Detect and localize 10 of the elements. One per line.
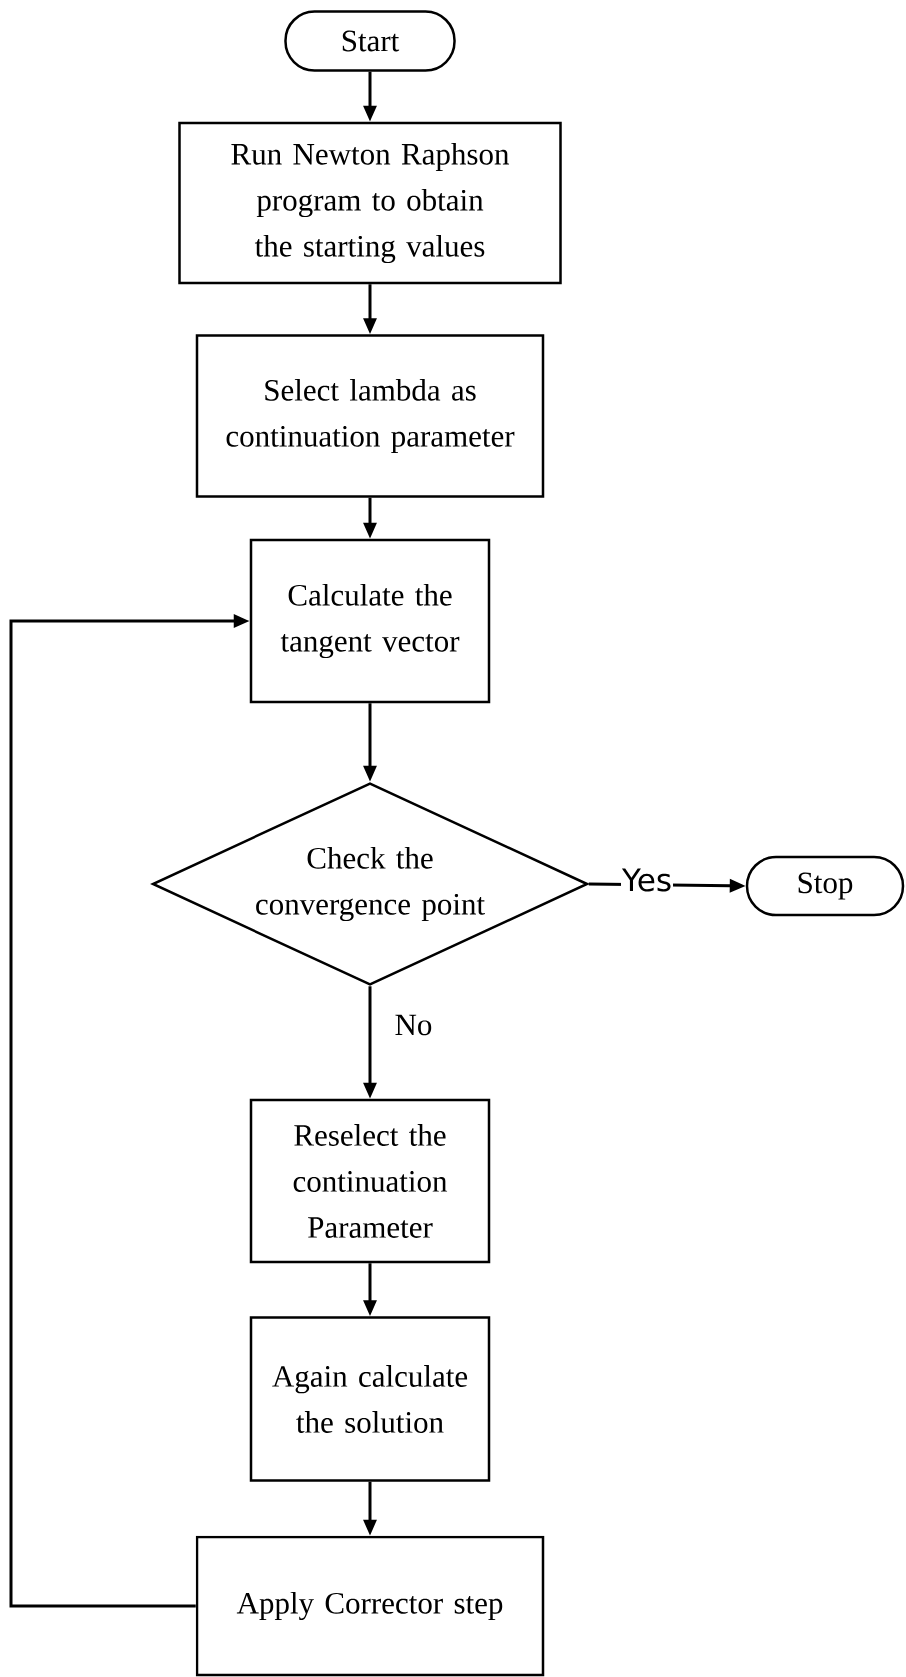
- terminal-box: Start: [284, 10, 456, 72]
- process-box: Apply Corrector step: [195, 1535, 545, 1677]
- edge-label: No: [393, 1013, 434, 1037]
- process-box: Reselect the continuation Parameter: [249, 1098, 491, 1264]
- terminal-box: Stop: [745, 855, 905, 917]
- edge-label: Yes: [621, 867, 674, 893]
- process-box: Run Newton Raphson program to obtain the starting values: [178, 121, 562, 285]
- process-box: Select lambda as continuation parameter: [195, 334, 545, 498]
- process-box: Again calculate the solution: [249, 1316, 491, 1482]
- process-box: Calculate the tangent vector: [249, 538, 491, 704]
